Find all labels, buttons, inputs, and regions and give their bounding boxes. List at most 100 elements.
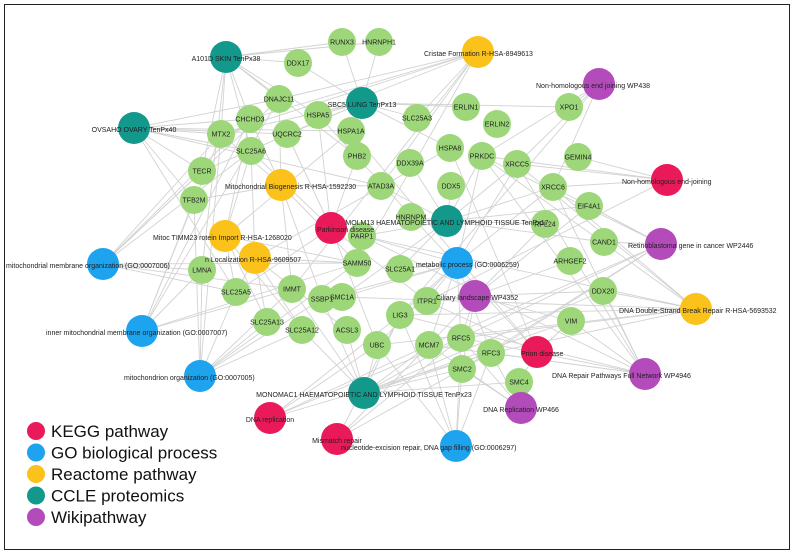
node-circle <box>477 339 505 367</box>
node-circle <box>343 249 371 277</box>
node-label-sbc5: SBC5 LUNG TenPx13 <box>328 102 397 109</box>
node-label-rfc3: RFC3 <box>482 351 500 358</box>
gene-node-rpl24 <box>531 210 559 238</box>
edge-monomac1-smc2 <box>363 368 463 394</box>
edge-mmo-mtx2 <box>102 133 222 265</box>
gene-node-slc25a5 <box>222 278 250 306</box>
edge-molm13-cand1 <box>446 220 605 243</box>
node-label-itpr1: ITPR1 <box>417 299 437 306</box>
wiki-node-rb <box>645 228 677 260</box>
node-circle <box>265 169 297 201</box>
edge-cristae-immt <box>291 51 479 290</box>
node-circle <box>315 212 347 244</box>
node-label-mitoorg: mitochondrion organization (GO:0007005) <box>124 375 255 382</box>
gene-node-mtx2 <box>207 120 235 148</box>
edge-parkinson-uqcrc2 <box>286 133 332 229</box>
legend-swatch-go <box>27 443 45 462</box>
node-label-hspa1a: HSPA1A <box>337 129 364 136</box>
edge-nhejk-xrcc6 <box>552 179 668 188</box>
wiki-node-dnarepw <box>505 392 537 424</box>
gene-node-hspa8 <box>436 134 464 162</box>
node-circle <box>431 205 463 237</box>
node-circle <box>413 287 441 315</box>
node-label-parp1: PARP1 <box>351 234 374 241</box>
edge-parkinson-itpr1 <box>330 227 428 302</box>
gene-node-itpr1 <box>413 287 441 315</box>
edge-prion-itpr1 <box>426 300 538 353</box>
node-circle <box>441 247 473 279</box>
node-circle <box>333 316 361 344</box>
wiki-node-ciliary <box>459 280 491 312</box>
reactome-node-protloc <box>239 242 271 274</box>
legend-label-reactome: Reactome pathway <box>51 465 197 484</box>
gene-node-tecr <box>188 157 216 185</box>
edge-prion-hspa1a <box>350 130 538 353</box>
node-circle <box>386 255 414 283</box>
node-label-mmo: mitochondrial membrane organization (GO:… <box>6 263 170 270</box>
node-label-immt: IMMT <box>283 287 302 294</box>
node-label-slc25a12: SLC25A12 <box>285 328 319 335</box>
gene-node-chchd3 <box>236 105 264 133</box>
edge-monomac1-smc4 <box>363 381 520 394</box>
node-label-ssbp1: SSBP1 <box>311 297 334 304</box>
node-circle <box>447 324 475 352</box>
gene-node-atad3a <box>367 172 395 200</box>
node-circle <box>210 41 242 73</box>
edge-mitobio-atad3a <box>280 184 382 187</box>
node-circle <box>503 150 531 178</box>
node-circle <box>575 192 603 220</box>
node-circle <box>265 85 293 113</box>
node-circle <box>386 301 414 329</box>
node-label-slc25a6: SLC25A6 <box>236 149 266 156</box>
node-label-atad3a: ATAD3A <box>368 184 395 191</box>
gene-node-slc25a3 <box>403 104 431 132</box>
node-label-tfb2m: TFB2M <box>183 198 206 205</box>
edge-ciliary-rpl24 <box>474 223 546 297</box>
node-circle <box>403 104 431 132</box>
gene-node-hspa1a <box>337 117 365 145</box>
node-circle <box>505 392 537 424</box>
node-circle <box>437 172 465 200</box>
gene-node-ssbp1 <box>308 285 336 313</box>
edge-protloc-slc25a6 <box>250 150 256 259</box>
node-circle <box>337 117 365 145</box>
node-label-hspa5: HSPA5 <box>307 113 330 120</box>
node-circle <box>521 336 553 368</box>
node-label-erlin2: ERLIN2 <box>485 122 510 129</box>
node-label-monomac1: MONOMAC1 HAEMATOPOIETIC AND LYMPHOID TIS… <box>256 392 472 399</box>
node-circle <box>180 186 208 214</box>
node-label-erlin1: ERLIN1 <box>454 105 479 112</box>
node-circle <box>363 331 391 359</box>
edge-mmo-slc25a6 <box>102 150 252 265</box>
edge-monomac1-ssbp1 <box>321 298 365 394</box>
edge-mitoorg-ssbp1 <box>199 298 323 377</box>
legend-swatch-ccle <box>27 486 45 505</box>
edge-cristae-hspa5 <box>317 51 479 116</box>
gene-node-uqcrc2 <box>273 120 301 148</box>
edge-ciliary-ddx20 <box>474 290 604 297</box>
node-label-parkinson: Parkinson disease <box>317 227 374 234</box>
edge-mitoorg-slc25a12 <box>199 329 303 377</box>
edge-metab-parp1 <box>361 235 458 264</box>
node-label-ddx5: DDX5 <box>442 184 461 191</box>
edge-immo-dnajc11 <box>141 98 280 332</box>
node-circle <box>645 228 677 260</box>
edge-mitoorg-lmna <box>199 269 203 377</box>
edge-dsbr-lig3 <box>399 308 697 316</box>
reactome-node-dsbr <box>680 293 712 325</box>
reactome-node-timm23 <box>209 220 241 252</box>
node-label-xrcc6: XRCC6 <box>541 185 565 192</box>
edge-dsbr-prkdc <box>481 155 697 310</box>
node-circle <box>448 355 476 383</box>
go-node-metab <box>441 247 473 279</box>
edge-dnarepk-ubc <box>269 344 378 419</box>
node-circle <box>308 285 336 313</box>
node-label-smc4: SMC4 <box>509 380 529 387</box>
node-circle <box>237 137 265 165</box>
node-circle <box>436 134 464 162</box>
node-circle <box>629 358 661 390</box>
node-label-timm23: Mitoc TIMM23 rotein Import R-HSA-1268020 <box>153 235 292 242</box>
node-label-slc25a1: SLC25A1 <box>385 267 415 274</box>
gene-node-hspa5 <box>304 101 332 129</box>
gene-node-hnrnph1 <box>365 28 393 56</box>
